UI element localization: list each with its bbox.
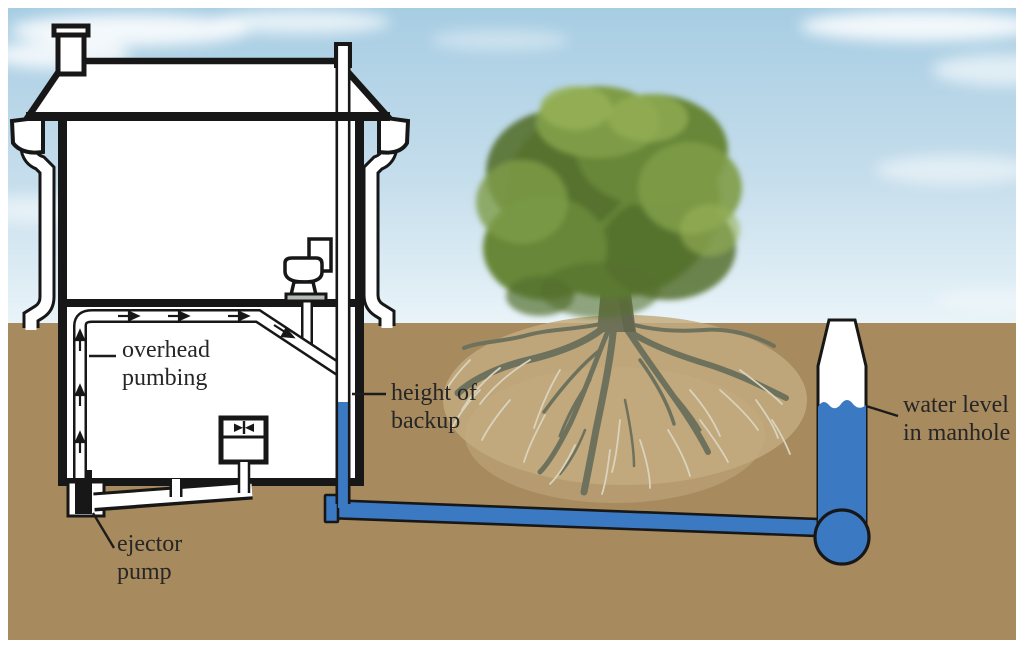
toilet-bowl	[283, 256, 324, 284]
chimney	[51, 23, 91, 77]
tree-crown	[476, 86, 742, 318]
house	[9, 23, 411, 518]
basement-floor-slab	[58, 478, 364, 486]
manhole	[813, 318, 871, 566]
gutter-downspout-right	[362, 114, 411, 328]
tree-roots	[445, 318, 791, 496]
arrow-right	[168, 310, 191, 322]
ejector-pump	[75, 470, 92, 514]
first-floor-slab	[58, 299, 364, 307]
pointer-water-level	[865, 404, 899, 418]
label-pointers	[89, 354, 899, 549]
label-line: height of	[391, 380, 477, 406]
fan-icon	[234, 421, 254, 434]
arrow-right	[118, 310, 141, 322]
label-line: water level	[903, 392, 1009, 418]
eave-bar	[26, 112, 390, 121]
soil-stack	[335, 46, 351, 508]
manhole-water	[818, 400, 866, 538]
tree	[445, 86, 791, 496]
pump-unit-box	[218, 415, 269, 493]
overhead-plumbing-pipe	[73, 309, 344, 478]
label-line: overhead	[122, 337, 210, 363]
label-line: pump	[117, 558, 172, 585]
label-height-of-backup: height of backup	[391, 380, 477, 435]
flow-arrows	[74, 310, 296, 453]
label-line: pumbing	[122, 364, 208, 391]
pointer-ejector-pump	[91, 512, 116, 549]
arrow-up	[74, 383, 86, 406]
toilet	[283, 237, 333, 303]
label-overhead-plumbing: overhead pumbing	[122, 337, 210, 392]
label-line: in manhole	[903, 419, 1011, 446]
gutter-downspout-left	[9, 114, 56, 330]
house-structure	[58, 118, 364, 486]
label-line: ejector	[117, 531, 183, 557]
arrow-right	[228, 310, 251, 322]
arrow-up	[74, 328, 86, 351]
arrow-diagonal	[273, 324, 296, 339]
toilet-base	[284, 292, 328, 303]
sewer-main-pipe	[813, 508, 871, 566]
backup-water-column	[338, 402, 348, 508]
lateral-end-cap	[323, 493, 340, 524]
arrow-up	[74, 430, 86, 453]
label-ejector-pump: ejector pump	[117, 531, 182, 586]
label-line: backup	[391, 407, 461, 434]
under-floor-drain	[66, 470, 253, 518]
label-water-level: water level in manhole	[903, 392, 1010, 447]
